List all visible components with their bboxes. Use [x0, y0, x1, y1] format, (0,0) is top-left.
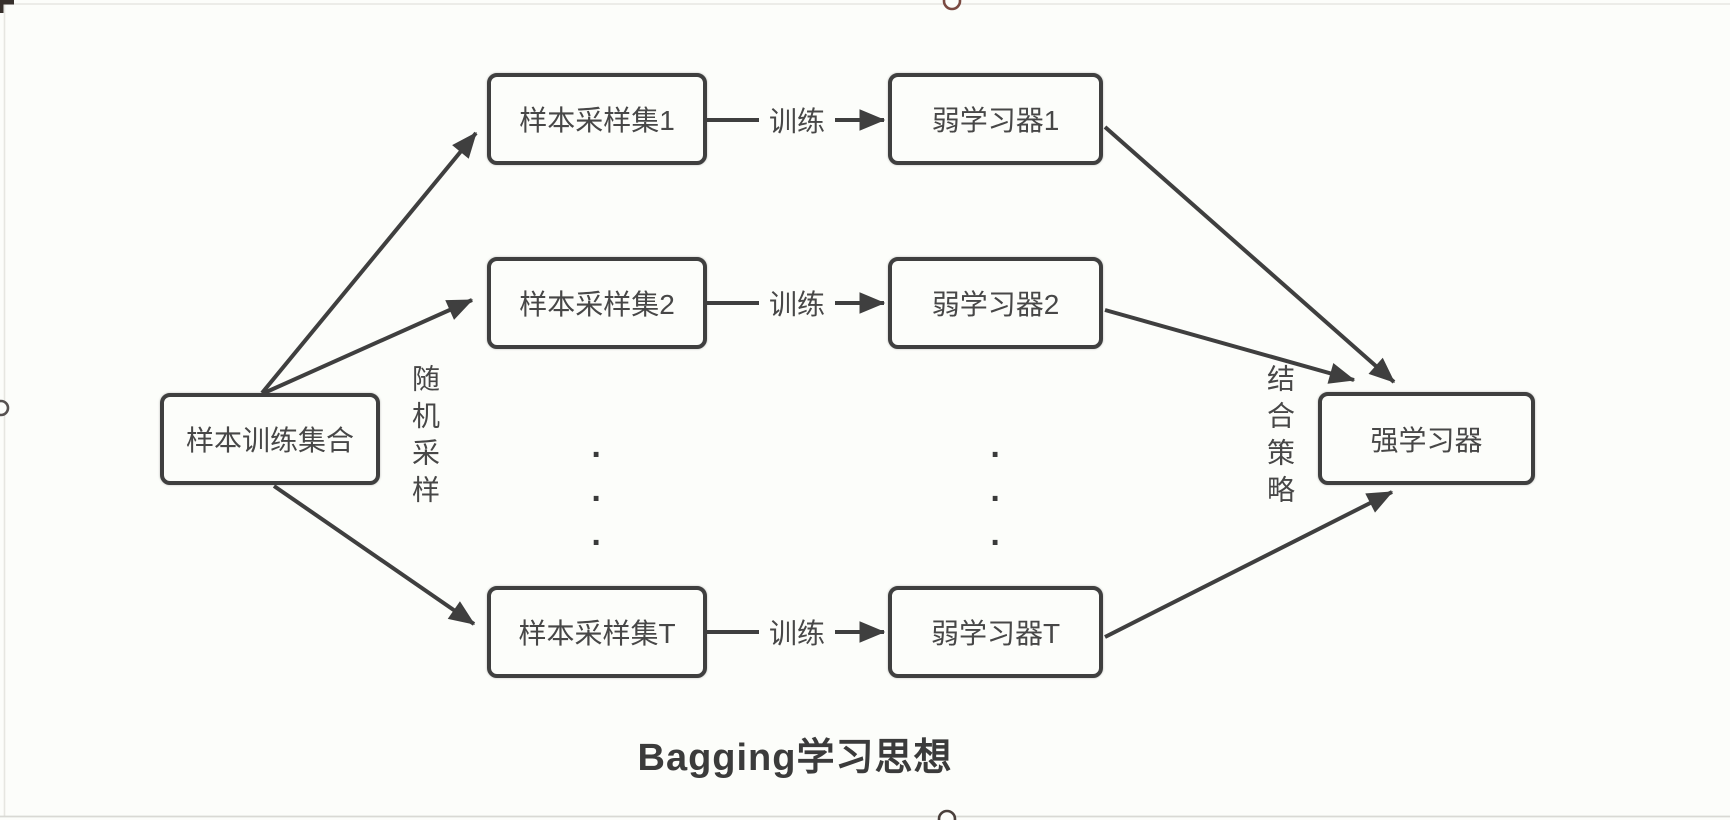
edge-weak1-to-strong — [1103, 125, 1396, 384]
diagram-title: Bagging学习思想 — [637, 737, 953, 779]
selection-corner-mark — [0, 0, 14, 13]
edge-label-train-1: 训练 — [759, 102, 835, 138]
edge-weak2-to-strong — [1104, 308, 1356, 384]
resize-handle-left[interactable] — [0, 399, 10, 417]
edge-label-train-2: 训练 — [759, 285, 835, 321]
node-weak-learner-T: 弱学习器T — [888, 586, 1103, 678]
vertical-ellipsis-left: ··· — [578, 436, 616, 568]
node-strong-learner: 强学习器 — [1318, 392, 1535, 485]
edge-source-to-sampleT — [272, 484, 476, 626]
edge-weakT-to-strong — [1104, 490, 1394, 639]
edge-source-to-sample2 — [263, 298, 474, 395]
node-weak-learner-1: 弱学习器1 — [888, 73, 1103, 165]
edge-label-train-T: 训练 — [759, 614, 835, 650]
edge-source-to-sample1 — [260, 131, 478, 395]
node-sample-set-T: 样本采样集T — [487, 586, 707, 678]
resize-handle-top[interactable] — [942, 0, 962, 11]
node-training-set: 样本训练集合 — [160, 393, 380, 485]
node-sample-set-2: 样本采样集2 — [487, 257, 707, 349]
resize-handle-bottom[interactable] — [937, 809, 957, 820]
node-weak-learner-2: 弱学习器2 — [888, 257, 1103, 349]
node-sample-set-1: 样本采样集1 — [487, 73, 707, 165]
label-combination-strategy: 结合策略 — [1264, 364, 1295, 512]
vertical-ellipsis-right: ··· — [977, 436, 1015, 568]
label-random-sampling: 随机采样 — [409, 364, 440, 512]
